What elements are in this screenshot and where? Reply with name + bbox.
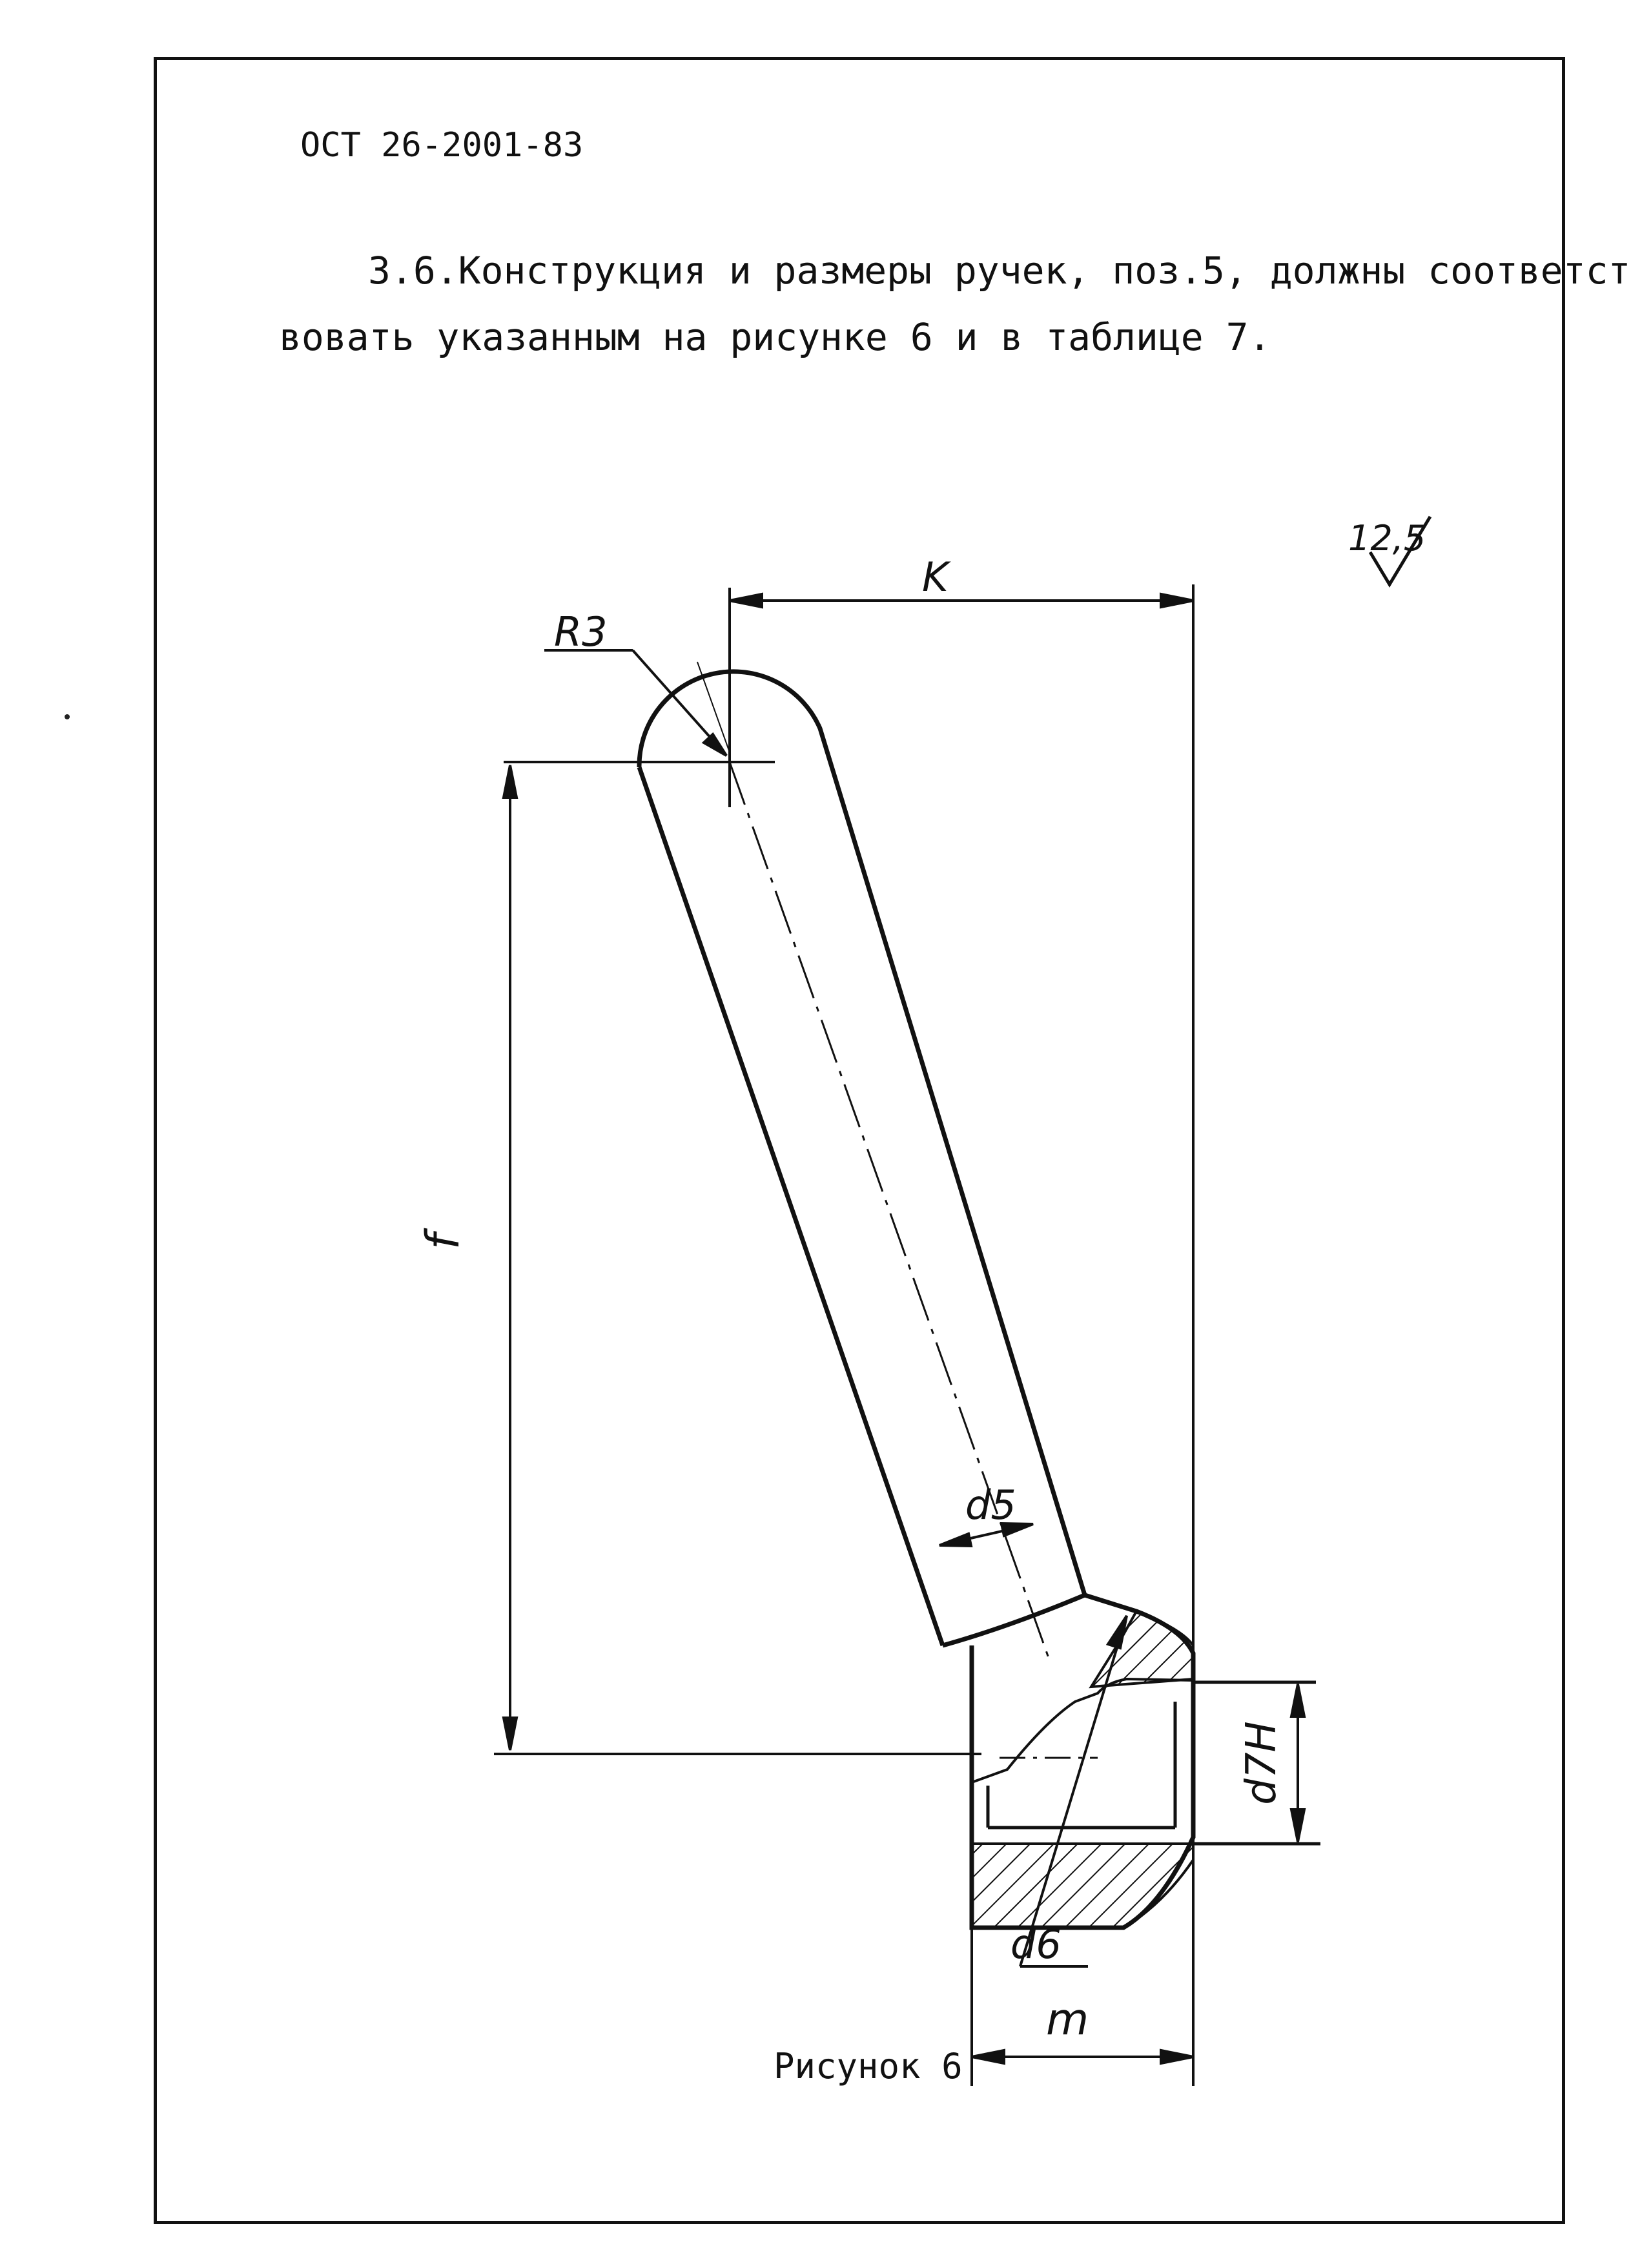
label-K: K	[922, 553, 951, 601]
label-m: m	[1046, 1994, 1089, 2045]
page-frame	[154, 57, 1565, 2224]
hatch-upper	[1089, 1609, 1195, 1689]
hatch-lower	[970, 1842, 1195, 1929]
dimension-m	[970, 1928, 1194, 2086]
dimension-d5	[939, 1521, 1034, 1548]
handle-outline	[637, 669, 1196, 1930]
document-code: ОСТ 26-2001-83	[300, 126, 584, 165]
label-f: f	[416, 1228, 469, 1250]
margin-dot	[65, 714, 70, 719]
label-d7H: d7H	[1238, 1721, 1286, 1804]
dimension-d7H	[1289, 1684, 1306, 1842]
label-d6: d6	[1010, 1921, 1062, 1968]
bore	[986, 1680, 1320, 1846]
center-line	[728, 761, 1051, 1660]
roughness-value: 12,5	[1348, 518, 1426, 559]
paragraph-line-2: вовать указанным на рисунке 6 и в таблиц…	[279, 315, 1271, 359]
dimension-d6	[1019, 1614, 1128, 1968]
dimension-f	[494, 761, 981, 1755]
roughness-mark: 12,5	[1348, 515, 1432, 588]
dimension-R3	[544, 649, 730, 757]
break-line	[971, 1677, 1194, 1784]
dimension-K	[728, 584, 1195, 2086]
label-R3: R3	[554, 608, 608, 655]
label-d5: d5	[965, 1481, 1016, 1529]
paragraph-line-1: 3.6.Конструкция и размеры ручек, поз.5, …	[368, 249, 1631, 293]
figure-caption: Рисунок 6	[774, 2046, 963, 2087]
